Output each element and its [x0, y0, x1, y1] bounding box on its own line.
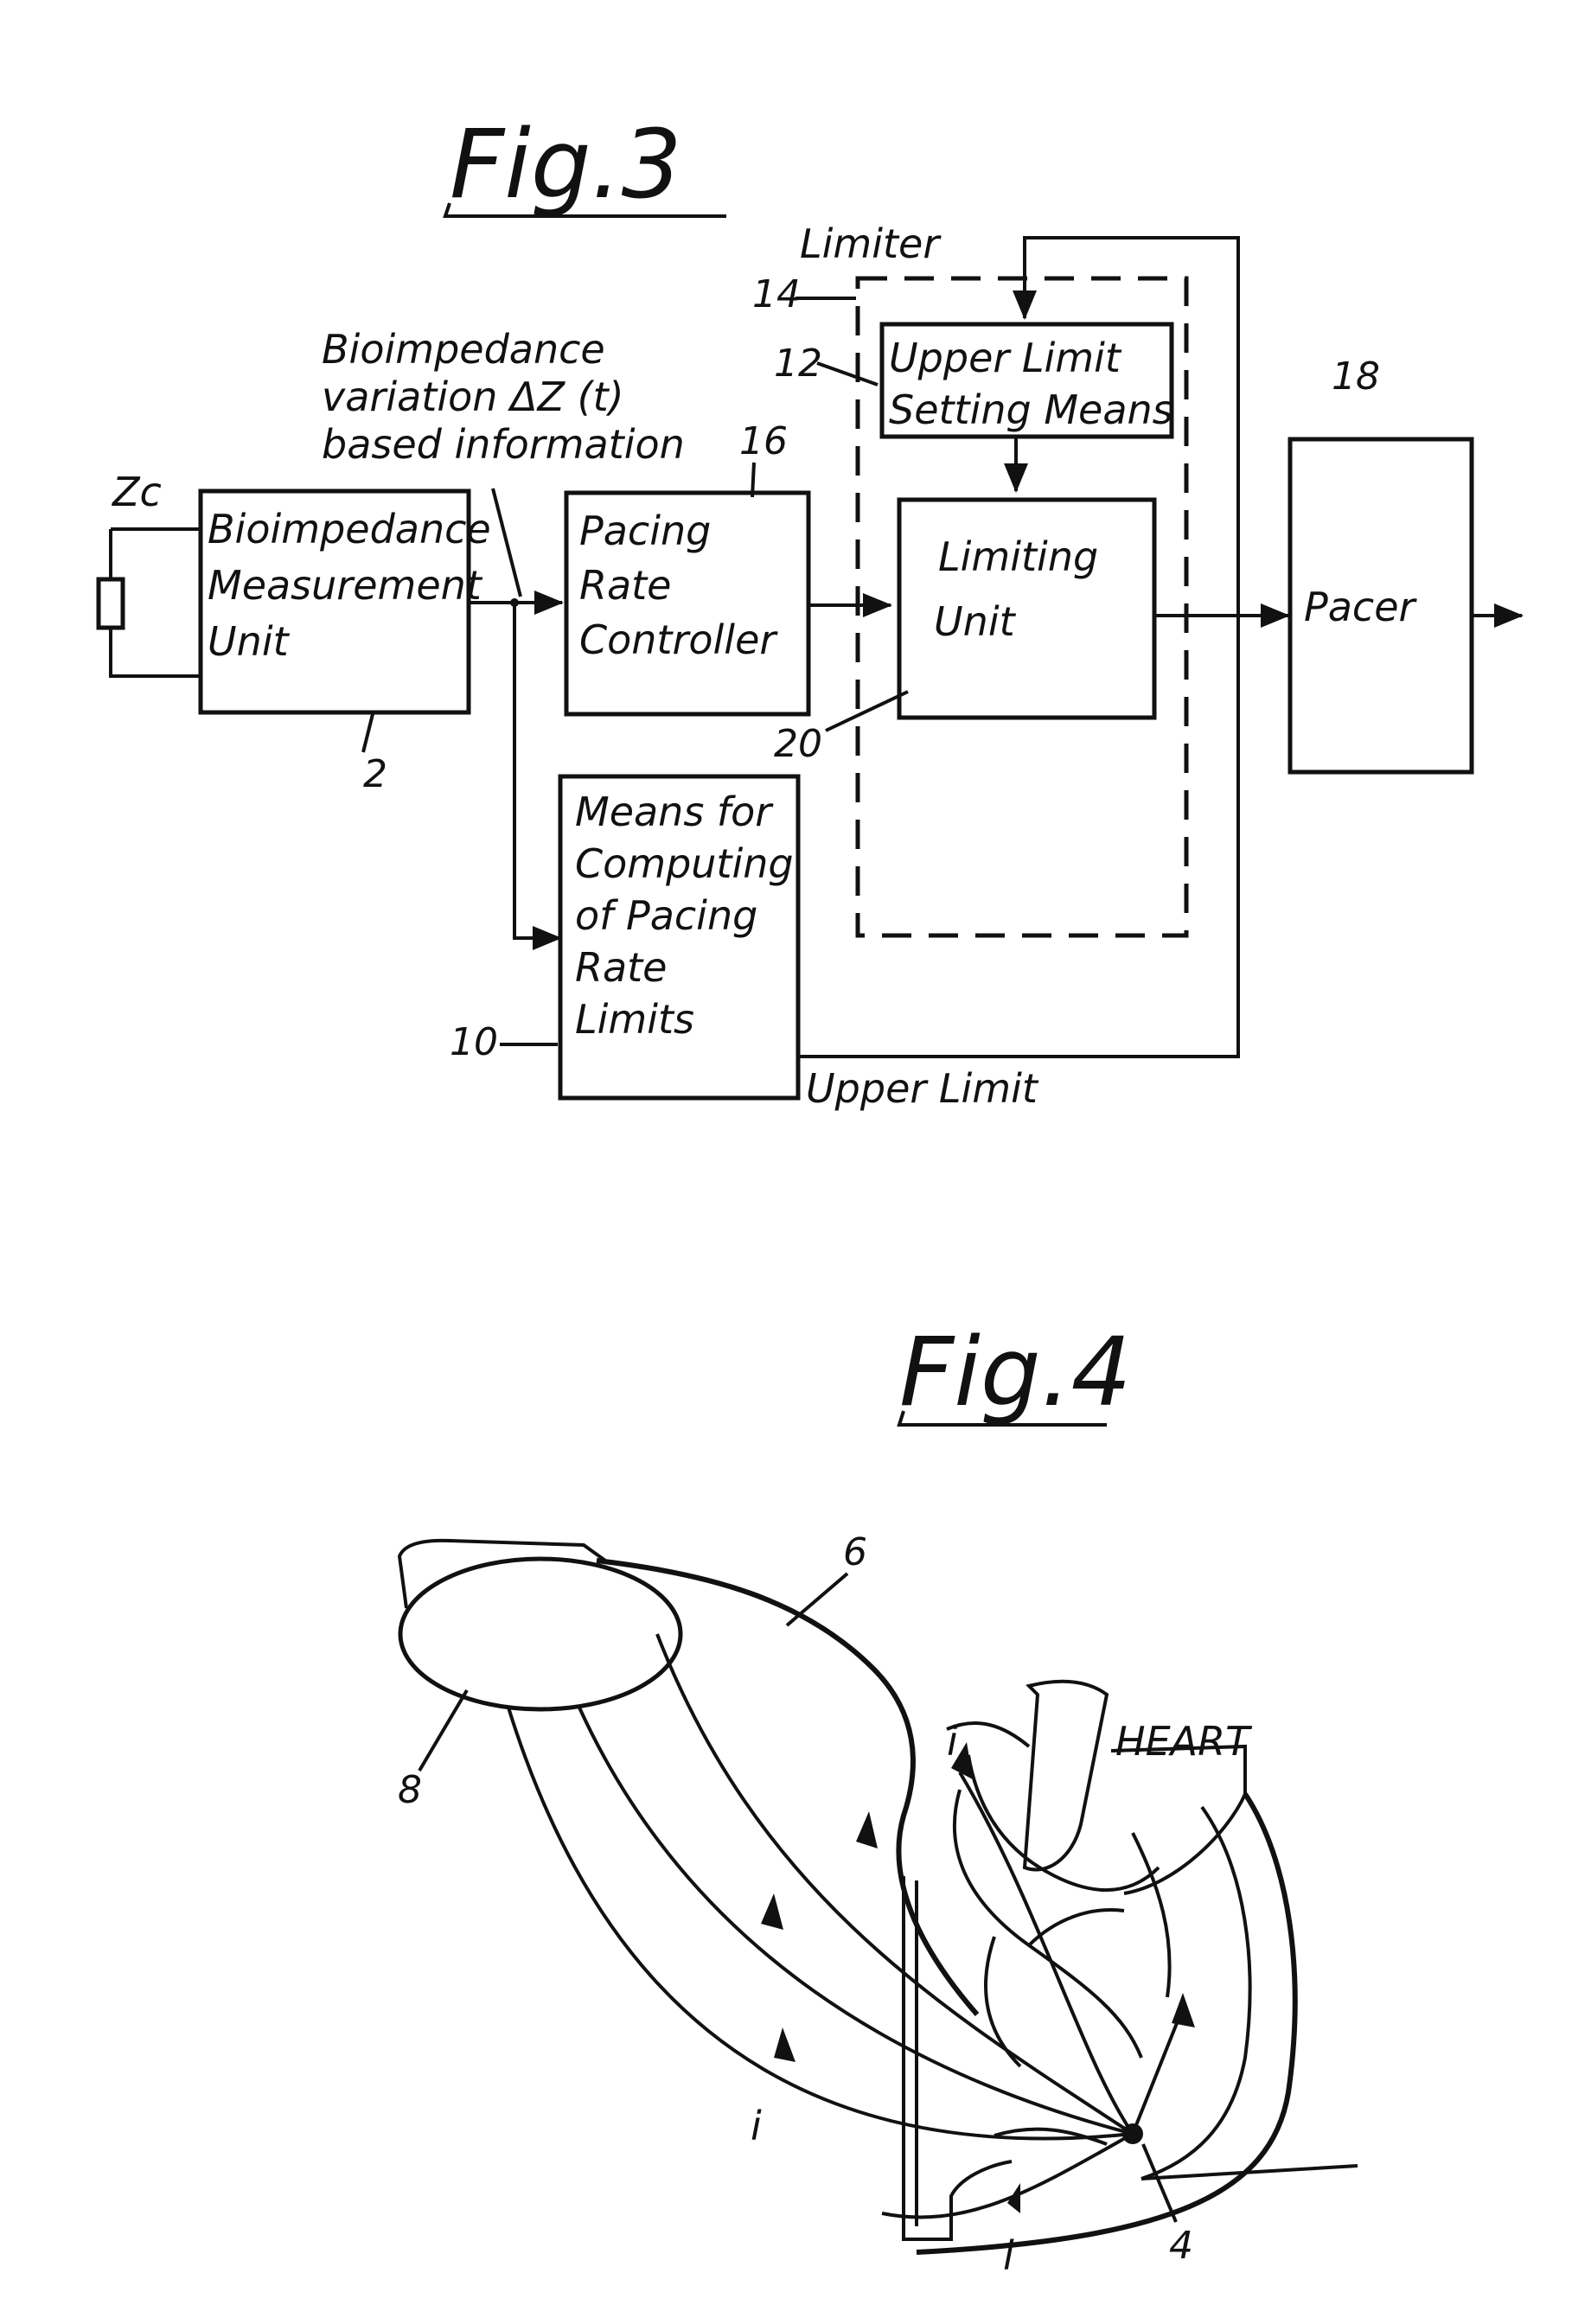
current-line-6 [1133, 2014, 1180, 2134]
current-line-1 [657, 1634, 1133, 2134]
ref-4: 4 [1169, 2224, 1193, 2268]
ref-6: 6 [843, 1530, 867, 1574]
svg-text:Upper Limit: Upper Limit [889, 335, 1122, 381]
svg-text:Bioimpedance: Bioimpedance [208, 506, 491, 552]
pacer: Pacer [1290, 439, 1472, 772]
svg-text:Unit: Unit [208, 618, 291, 665]
ref-16: 16 [739, 419, 788, 463]
ref-20-leader [826, 692, 908, 731]
limiting-unit: Limiting Unit [899, 500, 1154, 718]
signal-label-leader [493, 488, 521, 597]
impedance-resistor [99, 579, 123, 628]
fig4-title: Fig.4 [899, 1317, 1132, 1427]
svg-text:Rate: Rate [575, 944, 668, 991]
current-line-5 [960, 1772, 1133, 2134]
signal-label: Bioimpedance variation ΔZ (t) based info… [322, 326, 685, 468]
ref-4-leader [1143, 2144, 1176, 2222]
current-label-2: i [751, 2103, 762, 2149]
svg-text:Pacer: Pacer [1304, 584, 1418, 630]
zc-label: Zc [111, 469, 162, 515]
pacing-rate-controller: Pacing Rate Controller [566, 493, 808, 714]
svg-text:Limits: Limits [575, 996, 694, 1043]
svg-text:Controller: Controller [579, 616, 778, 663]
ref-12-leader [817, 363, 878, 385]
svg-text:Computing: Computing [575, 840, 794, 887]
pacing-lead [597, 1561, 977, 2014]
svg-text:Means for: Means for [575, 788, 774, 835]
ref-12: 12 [774, 342, 822, 386]
ref-2-leader [363, 711, 374, 752]
svg-text:of Pacing: of Pacing [575, 892, 757, 939]
ref-8-leader [419, 1690, 467, 1771]
svg-text:Setting Means: Setting Means [889, 386, 1173, 433]
ref-2: 2 [363, 752, 387, 796]
limiter-label: Limiter [800, 220, 942, 267]
current-line-2 [579, 1708, 1133, 2134]
ref-6-leader [787, 1574, 847, 1625]
fig3-title: Fig.3 [450, 109, 682, 220]
ref-8: 8 [398, 1768, 422, 1812]
svg-text:Bioimpedance: Bioimpedance [322, 326, 605, 373]
ref-10: 10 [450, 1020, 498, 1064]
svg-text:Pacing: Pacing [579, 508, 711, 554]
svg-text:Limiting: Limiting [938, 533, 1098, 580]
ref-18: 18 [1332, 354, 1380, 399]
upper-limit-setting-means: Upper Limit Setting Means [882, 324, 1173, 437]
current-label-3: i [1003, 2232, 1014, 2279]
upper-limit-label: Upper Limit [806, 1065, 1039, 1112]
svg-text:Unit: Unit [934, 598, 1017, 645]
arrow-to-limits [514, 603, 560, 938]
svg-text:variation ΔZ (t): variation ΔZ (t) [322, 374, 624, 420]
current-line-4 [882, 2134, 1133, 2217]
svg-text:Measurement: Measurement [208, 562, 483, 609]
heart-outline [904, 1682, 1358, 2252]
svg-text:based information: based information [322, 421, 685, 468]
bioimpedance-measurement-unit: Bioimpedance Measurement Unit [201, 491, 491, 712]
ref-20: 20 [774, 722, 822, 766]
ref-14: 14 [752, 272, 801, 316]
heart-label: HEART [1115, 1718, 1253, 1765]
ref-16-leader [752, 463, 754, 497]
current-label-1: i [947, 1718, 958, 1765]
computing-pacing-rate-limits: Means for Computing of Pacing Rate Limit… [560, 776, 798, 1098]
svg-text:Rate: Rate [579, 562, 672, 609]
